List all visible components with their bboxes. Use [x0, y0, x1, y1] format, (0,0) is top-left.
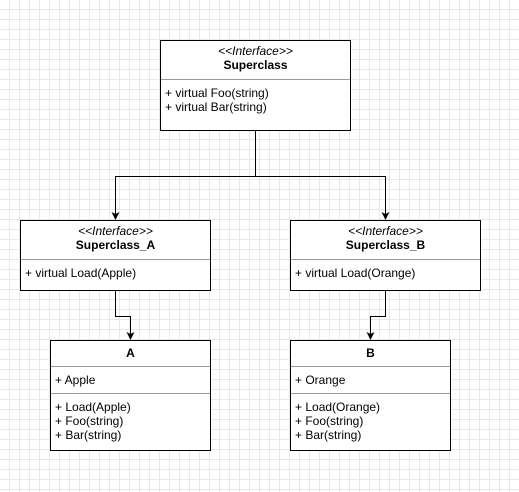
method-row: + Load(Apple) — [55, 400, 131, 414]
class-header: <<Interface>> Superclass_A — [21, 221, 210, 259]
connector-superclass-b-to-b — [366, 290, 386, 340]
connector-superclass-to-superclass-a — [111, 130, 256, 220]
class-box-superclass[interactable]: <<Interface>> Superclass + virtual Foo(s… — [160, 40, 351, 131]
class-name: Superclass_A — [75, 238, 156, 252]
methods-section: + Load(Apple) + Foo(string) + Bar(string… — [51, 393, 210, 442]
class-header: <<Interface>> Superclass — [161, 41, 350, 79]
methods-section: + virtual Load(Apple) — [21, 259, 210, 280]
attributes-section: + Apple — [51, 366, 210, 393]
connector-superclass-a-to-a — [115, 290, 135, 340]
method-row: + virtual Load(Orange) — [295, 266, 416, 280]
method-row: + virtual Foo(string) — [165, 86, 269, 100]
methods-section: + Load(Orange) + Foo(string) + Bar(strin… — [291, 393, 450, 442]
class-name: B — [366, 346, 375, 360]
class-header: <<Interface>> Superclass_B — [291, 221, 480, 259]
class-box-superclass-a[interactable]: <<Interface>> Superclass_A + virtual Loa… — [20, 220, 211, 291]
methods-section: + virtual Foo(string) + virtual Bar(stri… — [161, 79, 350, 114]
method-row: + Foo(string) — [295, 414, 364, 428]
class-box-b[interactable]: B + Orange + Load(Orange) + Foo(string) … — [290, 340, 451, 451]
connector-superclass-to-superclass-b — [255, 176, 390, 220]
class-name: Superclass_B — [345, 238, 426, 252]
attributes-section: + Orange — [291, 366, 450, 393]
method-row: + Load(Orange) — [295, 400, 381, 414]
class-box-superclass-b[interactable]: <<Interface>> Superclass_B + virtual Loa… — [290, 220, 481, 291]
method-row: + Bar(string) — [55, 428, 122, 442]
stereotype-label: <<Interface>> — [78, 224, 153, 238]
class-name: Superclass — [223, 58, 288, 72]
method-row: + Bar(string) — [295, 428, 362, 442]
attribute-row: + Orange — [295, 373, 346, 387]
stereotype-label: <<Interface>> — [218, 44, 293, 58]
class-header: A — [51, 341, 210, 366]
methods-section: + virtual Load(Orange) — [291, 259, 480, 280]
attribute-row: + Apple — [55, 373, 96, 387]
class-name: A — [126, 346, 135, 360]
class-box-a[interactable]: A + Apple + Load(Apple) + Foo(string) + … — [50, 340, 211, 451]
method-row: + virtual Load(Apple) — [25, 266, 137, 280]
stereotype-label: <<Interface>> — [348, 224, 423, 238]
method-row: + virtual Bar(string) — [165, 100, 267, 114]
class-header: B — [291, 341, 450, 366]
method-row: + Foo(string) — [55, 414, 124, 428]
